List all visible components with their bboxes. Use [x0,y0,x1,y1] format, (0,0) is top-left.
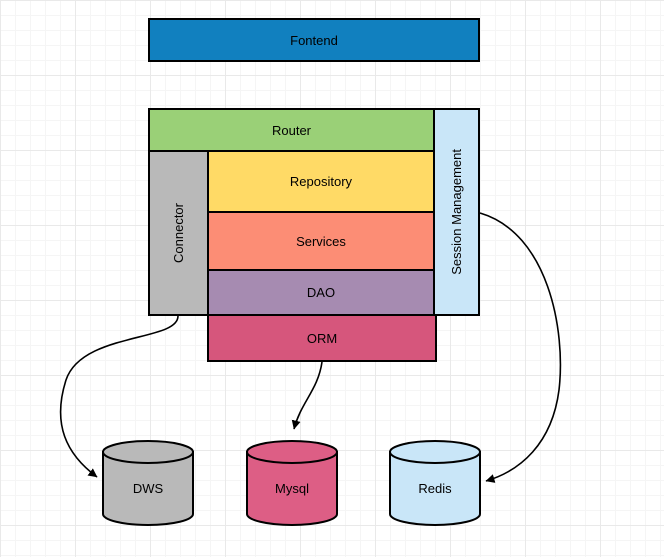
mysql-cylinder-top [246,440,338,464]
edge-session-management-to-redis[interactable] [479,212,562,483]
repository-label: Repository [289,174,353,189]
session-management-label: Session Management [449,149,464,275]
services-node[interactable]: Services [207,211,435,271]
mysql-cylinder-body [246,451,338,526]
redis-cylinder-top [389,440,481,464]
orm-node[interactable]: ORM [207,314,437,362]
mysql-label: Mysql [275,481,309,496]
repository-node[interactable]: Repository [207,150,435,213]
connector-label: Connector [171,203,186,263]
edge-orm-to-mysql[interactable] [291,361,323,430]
services-label: Services [296,233,346,249]
frontend-label: Fontend [290,32,338,48]
redis-label: Redis [418,481,452,496]
dao-node[interactable]: DAO [207,269,435,316]
connector-node[interactable]: Connector [148,150,209,316]
dws-cylinder[interactable] [102,440,194,526]
session-management-node[interactable]: Session Management [433,108,480,316]
mysql-cylinder[interactable] [246,440,338,526]
dws-cylinder-top [102,440,194,464]
dws-label: DWS [132,481,164,496]
dao-label: DAO [306,285,336,300]
orm-label: ORM [306,330,338,346]
redis-cylinder-body [389,451,481,526]
redis-cylinder[interactable] [389,440,481,526]
router-node[interactable]: Router [148,108,435,152]
edge-connector-to-dws[interactable] [59,315,179,478]
frontend-node[interactable]: Fontend [148,18,480,62]
dws-cylinder-body [102,451,194,526]
router-label: Router [271,122,312,138]
